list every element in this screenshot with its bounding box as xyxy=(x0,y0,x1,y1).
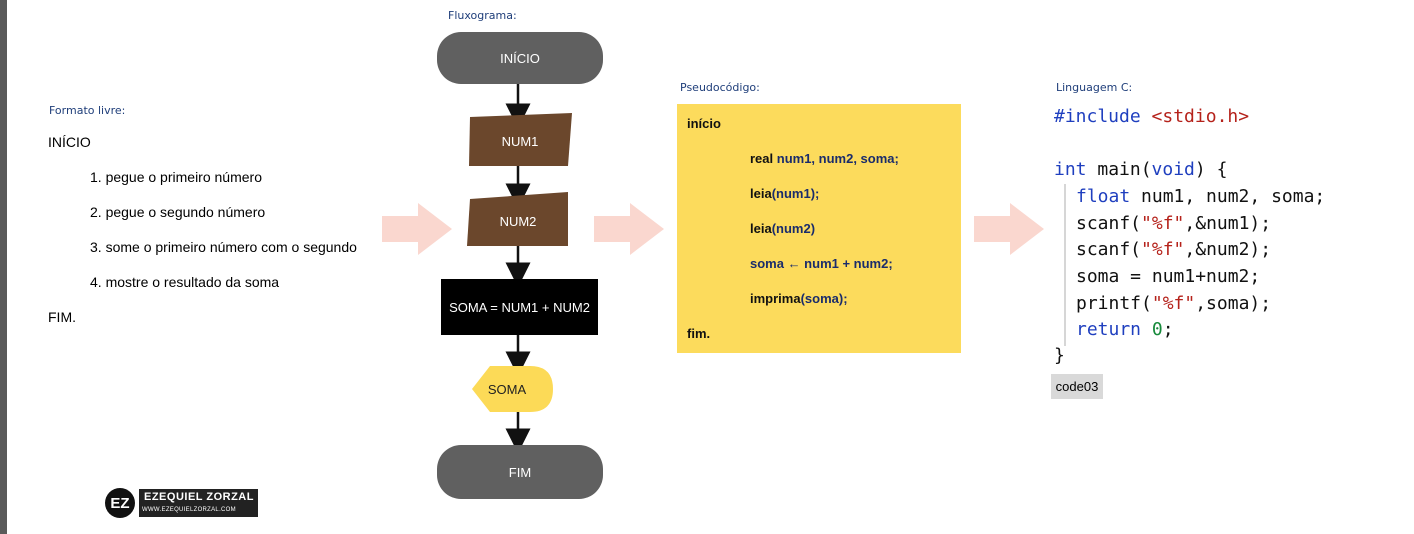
free-format-title: Formato livre: xyxy=(49,104,126,117)
free-format-step-3: 3. some o primeiro número com o segundo xyxy=(90,239,357,255)
code-line-5: scanf("%f",&num2); xyxy=(1076,239,1272,260)
pseudocode-line-1: real num1, num2, soma; xyxy=(750,151,899,166)
code-indent-guide xyxy=(1064,184,1066,346)
logo-box xyxy=(139,489,258,517)
flow-start: INÍCIO xyxy=(437,32,603,84)
code-caption: code03 xyxy=(1051,374,1103,399)
free-format-step-2: 2. pegue o segundo número xyxy=(90,204,266,220)
pseudocode-title: Pseudocódigo: xyxy=(680,81,760,94)
pseudocode-line-4: soma ← num1 + num2; xyxy=(750,256,893,271)
free-format-start: INÍCIO xyxy=(48,134,91,150)
left-edge-bar xyxy=(0,0,7,534)
flow-display-shape xyxy=(472,366,553,412)
logo-url: WWW.EZEQUIELZORZAL.COM xyxy=(142,507,236,513)
right-arrow-icon xyxy=(594,203,664,255)
flow-input1-label: NUM1 xyxy=(501,133,539,149)
free-format-step-1: 1. pegue o primeiro número xyxy=(90,169,262,185)
code-line-9: } xyxy=(1054,345,1065,366)
flow-input2-label: NUM2 xyxy=(499,213,537,229)
right-arrow-icon xyxy=(382,203,452,255)
code-line-6: soma = num1+num2; xyxy=(1076,266,1261,287)
flow-end: FIM xyxy=(437,445,603,499)
flow-input1-shape xyxy=(469,113,572,166)
code-line-2: int main(void) { xyxy=(1054,159,1228,180)
pseudocode-start: início xyxy=(687,116,721,131)
code-line-7: printf("%f",soma); xyxy=(1076,293,1272,314)
free-format-end: FIM. xyxy=(48,309,76,325)
logo-mark: EZ xyxy=(105,488,135,518)
flow-display-label: SOMA xyxy=(487,381,527,397)
right-arrow-icon xyxy=(974,203,1044,255)
logo-name: EZEQUIEL ZORZAL xyxy=(144,491,254,503)
code-line-4: scanf("%f",&num1); xyxy=(1076,213,1272,234)
flow-input2-shape xyxy=(467,192,568,246)
c-code-title: Linguagem C: xyxy=(1056,81,1133,94)
code-line-1: #include <stdio.h> xyxy=(1054,106,1250,127)
free-format-step-4: 4. mostre o resultado da soma xyxy=(90,274,280,290)
flowchart-title: Fluxograma: xyxy=(448,9,517,22)
code-line-8: return 0; xyxy=(1076,319,1174,340)
code-line-3: float num1, num2, soma; xyxy=(1076,186,1326,207)
pseudocode-line-5: imprima(soma); xyxy=(750,291,848,306)
pseudocode-box: início real num1, num2, soma; leia(num1)… xyxy=(677,104,961,353)
pseudocode-line-2: leia(num1); xyxy=(750,186,820,201)
pseudocode-line-3: leia(num2) xyxy=(750,221,816,236)
flow-process: SOMA = NUM1 + NUM2 xyxy=(441,279,598,335)
pseudocode-end: fim. xyxy=(687,326,711,341)
